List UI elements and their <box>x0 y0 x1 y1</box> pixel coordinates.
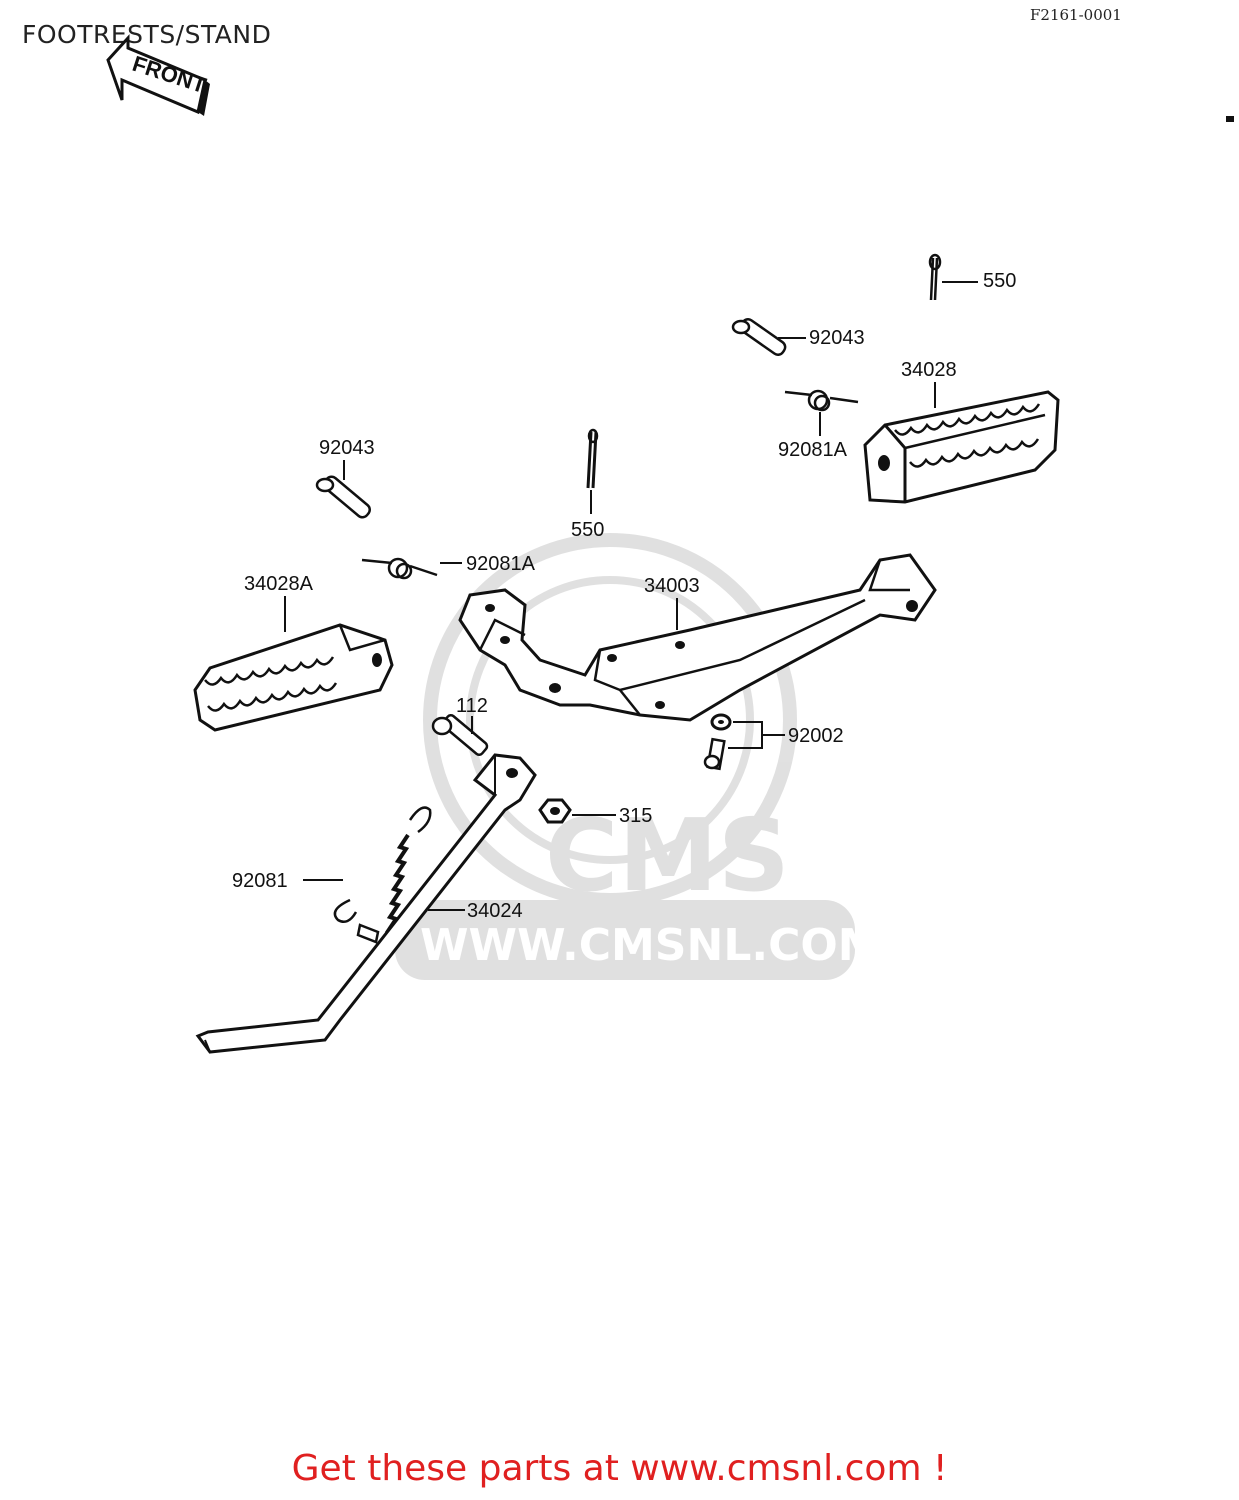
label-92043-upper: 92043 <box>809 327 865 349</box>
label-92002: 92002 <box>788 725 844 747</box>
footrest-left-icon <box>193 623 394 732</box>
label-34003: 34003 <box>644 575 700 597</box>
stand-bracket-icon <box>458 553 937 722</box>
watermark-brand: CMS <box>545 797 790 914</box>
label-112: 112 <box>456 695 488 717</box>
label-34028: 34028 <box>901 359 957 381</box>
label-315: 315 <box>619 805 652 827</box>
label-92081a-left: 92081A <box>466 553 536 575</box>
diagram-code: F2161-0001 <box>1030 6 1122 24</box>
edge-mark <box>1226 116 1234 122</box>
footrest-spring-right-icon <box>784 389 859 412</box>
footrest-pin-upper-icon <box>731 318 787 356</box>
watermark-url: WWW.CMSNL.COM <box>420 920 882 971</box>
nut-315-icon <box>538 798 572 824</box>
nut-bolt-pair-icon <box>703 713 732 771</box>
side-stand-icon <box>195 753 537 1054</box>
front-arrow-icon: FRONT <box>106 34 210 116</box>
footrest-spring-left-icon <box>361 557 438 580</box>
footrest-pin-left-icon <box>315 475 371 519</box>
bolt-112-icon <box>431 713 489 757</box>
page-title: FOOTRESTS/STAND <box>22 20 272 49</box>
label-92081: 92081 <box>232 870 288 892</box>
label-34024: 34024 <box>467 900 523 922</box>
footrest-right-icon <box>863 390 1060 504</box>
cotter-pin-center-icon <box>586 428 599 489</box>
footer-promo-link[interactable]: Get these parts at www.cmsnl.com ! <box>291 1448 948 1489</box>
label-92043-left: 92043 <box>319 437 375 459</box>
label-34028a: 34028A <box>244 573 314 595</box>
label-92081a-right: 92081A <box>778 439 848 461</box>
label-550-center: 550 <box>571 519 604 541</box>
cms-watermark: CMS WWW.CMSNL.COM <box>395 533 882 980</box>
cotter-pin-right-icon <box>928 253 942 301</box>
label-550-top: 550 <box>983 270 1016 292</box>
